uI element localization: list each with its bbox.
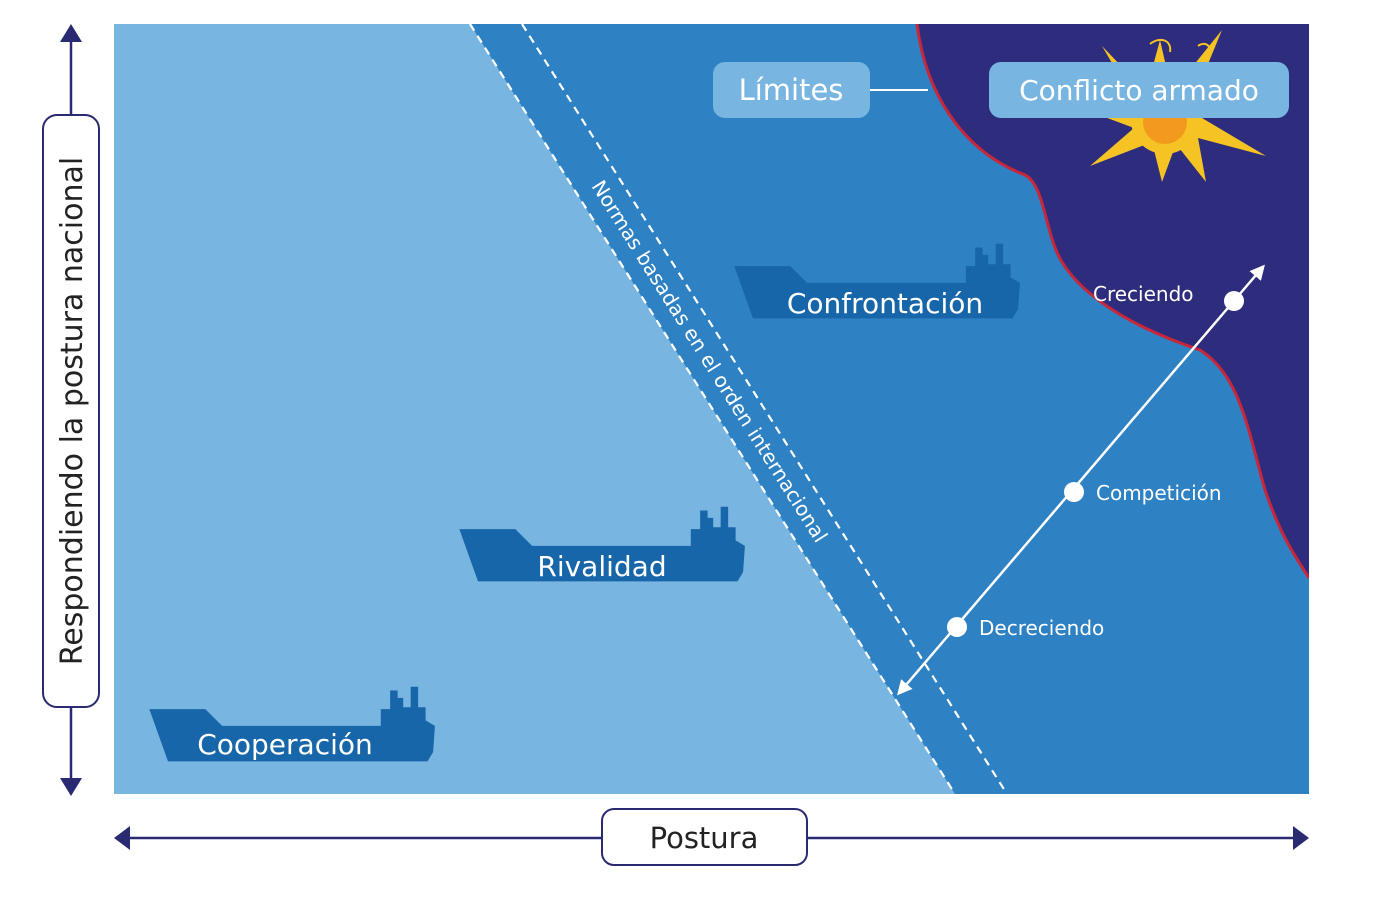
armed-conflict-label: Conflicto armado bbox=[1019, 74, 1259, 107]
decreasing-label: Decreciendo bbox=[979, 616, 1104, 640]
x-axis-arrow-right-icon bbox=[1293, 826, 1309, 850]
y-axis-label: Respondiendo la postura nacional bbox=[55, 157, 90, 665]
ship-cooperation-label: Cooperación bbox=[197, 728, 373, 761]
limits-label-box: Límites bbox=[713, 62, 870, 118]
decreasing-marker bbox=[947, 617, 967, 637]
ship-cooperation: Cooperación bbox=[149, 686, 435, 762]
y-axis-arrow-up-icon bbox=[60, 24, 82, 42]
y-axis: Respondiendo la postura nacional bbox=[42, 24, 100, 796]
x-axis-label-box bbox=[601, 808, 808, 866]
x-axis-label: Postura bbox=[650, 821, 759, 855]
competition-marker bbox=[1064, 482, 1084, 502]
ship-rivalry-label: Rivalidad bbox=[537, 550, 666, 583]
competition-label: Competición bbox=[1096, 481, 1222, 505]
norms-band-line-1 bbox=[469, 24, 956, 794]
growing-marker bbox=[1224, 291, 1244, 311]
armed-conflict-label-box: Conflicto armado bbox=[989, 62, 1289, 118]
ship-confrontation-label: Confrontación bbox=[787, 287, 983, 320]
y-axis-arrow-down-icon bbox=[60, 778, 82, 796]
y-axis-label-box bbox=[42, 114, 100, 708]
limits-label: Límites bbox=[739, 73, 844, 107]
ship-rivalry: Rivalidad bbox=[459, 506, 745, 583]
x-axis: Postura bbox=[114, 808, 1309, 866]
growing-label: Creciendo bbox=[1093, 282, 1194, 306]
x-axis-arrow-left-icon bbox=[114, 826, 130, 850]
